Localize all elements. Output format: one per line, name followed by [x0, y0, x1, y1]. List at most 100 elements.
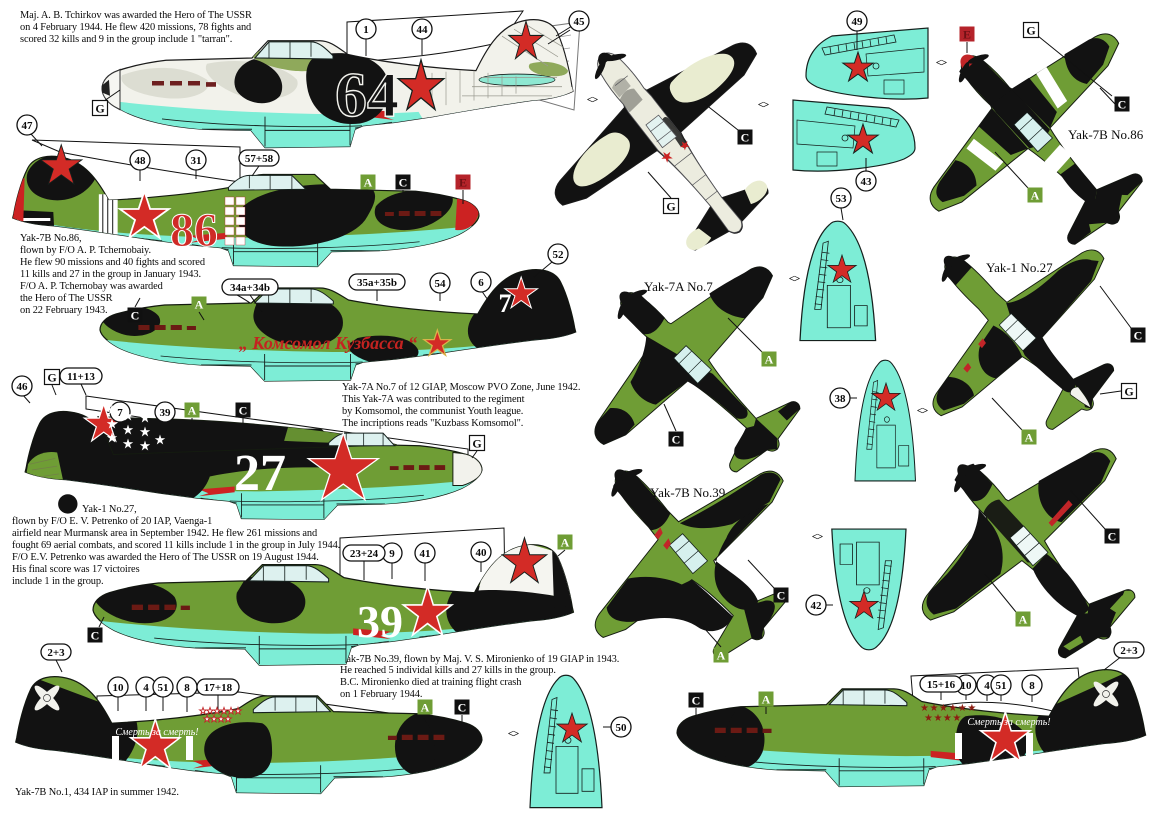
- svg-text:A: A: [195, 297, 204, 311]
- svg-text:27: 27: [234, 445, 286, 502]
- svg-text:C: C: [1134, 328, 1143, 342]
- svg-text:11+13: 11+13: [67, 371, 95, 383]
- svg-text:48: 48: [135, 155, 147, 167]
- svg-text:A: A: [717, 648, 726, 662]
- svg-text:Yak-1 No.27: Yak-1 No.27: [986, 260, 1053, 275]
- svg-text:86: 86: [170, 204, 218, 257]
- svg-text:47: 47: [22, 120, 34, 132]
- svg-text:airfield near Murmansk area in: airfield near Murmansk area in September…: [12, 528, 318, 539]
- svg-text:the Hero of The USSR: the Hero of The USSR: [20, 293, 113, 304]
- svg-text:A: A: [765, 352, 774, 366]
- svg-text:10: 10: [113, 682, 125, 694]
- svg-text:Смерть за смерть!: Смерть за смерть!: [115, 727, 198, 738]
- svg-text:8: 8: [184, 682, 190, 694]
- svg-text:A: A: [1025, 430, 1034, 444]
- svg-text:include 1 in the group.: include 1 in the group.: [12, 576, 104, 587]
- svg-text:17+18: 17+18: [204, 682, 233, 694]
- svg-text:2+3: 2+3: [1120, 645, 1138, 657]
- svg-text:38: 38: [835, 393, 847, 405]
- svg-text:23+24: 23+24: [350, 548, 379, 560]
- svg-text:1: 1: [363, 24, 369, 36]
- svg-text:34a+34b: 34a+34b: [230, 282, 270, 294]
- svg-text:7: 7: [117, 407, 123, 419]
- svg-text:Yak-7B No.1, 434 IAP in summer: Yak-7B No.1, 434 IAP in summer 1942.: [15, 787, 179, 798]
- svg-text:He flew 90 missions and 40 fig: He flew 90 missions and 40 fights and sc…: [20, 257, 206, 268]
- svg-text:A: A: [1019, 612, 1028, 626]
- svg-text:A: A: [762, 692, 771, 706]
- svg-text:Yak-7A No.7 of 12 GIAP, Moscow: Yak-7A No.7 of 12 GIAP, Moscow PVO Zone,…: [342, 382, 580, 393]
- svg-text:<>: <>: [587, 94, 598, 106]
- svg-text:15+16: 15+16: [927, 679, 956, 691]
- svg-text:<>: <>: [812, 531, 823, 543]
- svg-text:B.C. Mironienko died at traini: B.C. Mironienko died at training flight …: [340, 677, 522, 688]
- svg-text:<>: <>: [508, 728, 519, 740]
- svg-text:42: 42: [811, 600, 823, 612]
- svg-text:<>: <>: [917, 405, 928, 417]
- svg-text:★★★★★★: ★★★★★★: [920, 703, 977, 714]
- svg-text:E: E: [963, 27, 971, 41]
- svg-text:4: 4: [143, 682, 149, 694]
- svg-text:This Yak-7A was contributed to: This Yak-7A was contributed to the regim…: [342, 394, 525, 405]
- svg-text:45: 45: [574, 16, 586, 28]
- svg-text:flown by F/O A. P. Tchernobaiy: flown by F/O A. P. Tchernobaiy.: [20, 245, 151, 256]
- svg-text:A: A: [421, 700, 430, 714]
- svg-text:Yak-7B No.86,: Yak-7B No.86,: [20, 233, 81, 244]
- svg-text:G: G: [666, 199, 675, 213]
- svg-text:7: 7: [499, 289, 512, 318]
- svg-text:He reached 5 individal kills a: He reached 5 individal kills and 27 kill…: [340, 665, 556, 676]
- svg-text:F/O A. P. Tchernobay was award: F/O A. P. Tchernobay was awarded: [20, 281, 164, 292]
- svg-text:6: 6: [478, 277, 484, 289]
- svg-text:on 22 February 1943.: on 22 February 1943.: [20, 305, 107, 316]
- svg-text:53: 53: [836, 193, 848, 205]
- svg-text:54: 54: [435, 278, 447, 290]
- svg-text:G: G: [95, 101, 104, 115]
- svg-text:C: C: [741, 130, 750, 144]
- svg-text:44: 44: [417, 24, 429, 36]
- svg-text:on 4 February 1944. He flew 42: on 4 February 1944. He flew 420 missions…: [20, 22, 252, 33]
- svg-text:51: 51: [996, 680, 1007, 692]
- svg-text:The incriptions reads "Kuzbass: The incriptions reads "Kuzbass Komsomol"…: [342, 418, 523, 429]
- svg-text:C: C: [777, 588, 786, 602]
- svg-text:★★★★: ★★★★: [924, 713, 962, 724]
- svg-text:50: 50: [616, 722, 628, 734]
- svg-text:9: 9: [389, 548, 395, 560]
- svg-text:11 kills and 27 in the group i: 11 kills and 27 in the group in January …: [20, 269, 201, 280]
- svg-text:Yak-7B No.39: Yak-7B No.39: [650, 485, 725, 500]
- svg-text:<>: <>: [936, 57, 947, 69]
- svg-text:E: E: [459, 175, 467, 189]
- svg-text:<>: <>: [789, 273, 800, 285]
- svg-text:43: 43: [861, 176, 873, 188]
- svg-text:49: 49: [852, 16, 864, 28]
- svg-text:A: A: [188, 403, 197, 417]
- svg-text:C: C: [399, 175, 408, 189]
- svg-text:A: A: [561, 535, 570, 549]
- svg-text:4: 4: [984, 680, 990, 692]
- svg-text:A: A: [364, 175, 373, 189]
- svg-text:„ Комсомол Кузбасса “: „ Комсомол Кузбасса “: [239, 333, 417, 353]
- svg-text:G: G: [47, 370, 56, 384]
- svg-text:scored 32 kills and 9 in the g: scored 32 kills and 9 in the group inclu…: [20, 34, 232, 45]
- svg-text:G: G: [1026, 23, 1035, 37]
- svg-text:C: C: [692, 693, 701, 707]
- svg-text:His final score was 17 victoir: His final score was 17 victoires: [12, 564, 140, 575]
- svg-text:by Komsomol, the communist You: by Komsomol, the communist Youth league.: [342, 406, 523, 417]
- svg-text:2+3: 2+3: [47, 647, 65, 659]
- svg-text:57+58: 57+58: [245, 153, 274, 165]
- svg-text:35a+35b: 35a+35b: [357, 277, 397, 289]
- svg-text:C: C: [91, 628, 100, 642]
- svg-text:C: C: [131, 308, 140, 322]
- svg-text:on 1 February 1944.: on 1 February 1944.: [340, 689, 422, 700]
- svg-text:Yak-1 No.27,: Yak-1 No.27,: [82, 504, 137, 515]
- svg-text:C: C: [1108, 529, 1117, 543]
- svg-text:52: 52: [553, 249, 565, 261]
- svg-text:Maj. A. B. Tchirkov was awarde: Maj. A. B. Tchirkov was awarded the Hero…: [20, 10, 252, 21]
- svg-text:51: 51: [158, 682, 169, 694]
- svg-text:C: C: [239, 403, 248, 417]
- svg-text:39: 39: [357, 596, 403, 647]
- svg-text:fought 69 aerial combats, and: fought 69 aerial combats, and scored 11 …: [12, 540, 340, 551]
- svg-text:Yak-7B No.86: Yak-7B No.86: [1068, 127, 1144, 142]
- svg-text:G: G: [472, 436, 481, 450]
- svg-text:A: A: [1031, 188, 1040, 202]
- svg-text:10: 10: [961, 680, 973, 692]
- svg-text:F/O E.V. Petrenko was awarded: F/O E.V. Petrenko was awarded the Hero o…: [12, 552, 319, 563]
